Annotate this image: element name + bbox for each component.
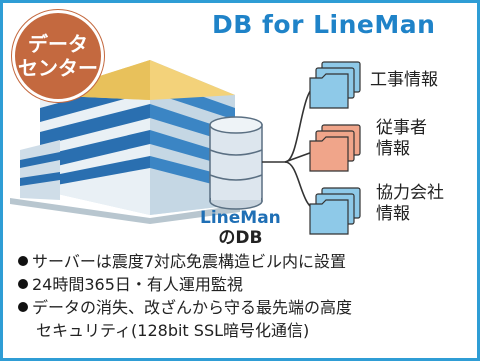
diagram-title: DB for LineMan	[212, 10, 436, 39]
database-label: LineMan のDB	[200, 208, 281, 248]
bullet-icon	[18, 278, 28, 289]
feature-item: データの消失、改ざんから守る最先端の高度	[18, 296, 352, 319]
folder-label-workers: 従事者 情報	[376, 118, 427, 159]
datacenter-badge: データ センター	[12, 10, 104, 102]
database-name: LineMan	[200, 208, 281, 228]
badge-line-1: データ	[28, 32, 88, 56]
building-icon	[10, 60, 240, 224]
database-icon	[209, 116, 263, 210]
folder-icon-construction	[309, 61, 361, 109]
bullet-icon	[18, 301, 28, 312]
folder-label-construction: 工事情報	[370, 70, 438, 90]
feature-list: サーバーは震度7対応免震構造ビル内に設置 24時間365日・有人運用監視 データ…	[18, 250, 352, 342]
badge-line-2: センター	[18, 56, 98, 80]
feature-item: 24時間365日・有人運用監視	[18, 273, 352, 296]
feature-item: サーバーは震度7対応免震構造ビル内に設置	[18, 250, 352, 273]
folder-icon-workers	[309, 124, 361, 172]
folder-icon-partners	[309, 187, 361, 235]
database-suffix: のDB	[218, 228, 263, 248]
folder-label-partners: 協力会社 情報	[376, 183, 444, 224]
bullet-icon	[18, 255, 28, 266]
feature-item-continuation: セキュリティ(128bit SSL暗号化通信)	[36, 321, 310, 340]
